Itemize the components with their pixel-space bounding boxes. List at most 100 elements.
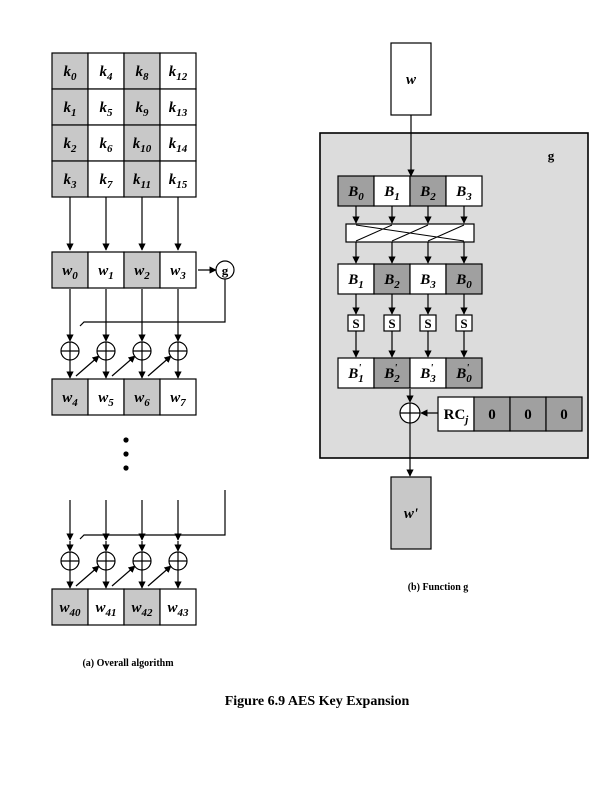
- xor-block-last-round: [60, 541, 188, 589]
- key-cell-k5: k5: [87, 88, 125, 126]
- key-cell-k2: k2: [51, 124, 89, 162]
- word-cell-w2: w2: [123, 251, 161, 289]
- word-cell-w4: w4: [51, 378, 89, 416]
- word-cell-w42-label: w42: [131, 600, 153, 619]
- word-row-w40-w43: w40 w41 w42 w43: [51, 588, 197, 626]
- key-cell-k5-label: k5: [100, 100, 114, 119]
- word-cell-w1-label: w1: [98, 263, 114, 282]
- byte-cell-b3-prime: B'3: [409, 357, 447, 389]
- rc-label: RCj: [444, 407, 470, 426]
- rc-zero-label: 0: [524, 407, 532, 423]
- output-word-box: [390, 476, 432, 550]
- key-cell-k9-label: k9: [136, 100, 150, 119]
- byte-cell-b2-prime: B'2: [373, 357, 411, 389]
- word-cell-w1: w1: [87, 251, 125, 289]
- word-cell-w7: w7: [159, 378, 197, 416]
- byte-cell-b0-label: B0: [347, 184, 364, 203]
- word-cell-w41: w41: [87, 588, 125, 626]
- word-cell-w5: w5: [87, 378, 125, 416]
- g-output-line: [79, 279, 226, 327]
- sbox: S: [383, 314, 401, 332]
- figure-caption: Figure 6.9 AES Key Expansion: [225, 694, 410, 709]
- key-cell-k7: k7: [87, 160, 125, 198]
- byte-cell-b2: B2: [409, 175, 447, 207]
- byte-cell-b1-prime: B'1: [337, 357, 375, 389]
- key-cell-k15-label: k15: [169, 172, 188, 191]
- key-cell-k13: k13: [159, 88, 197, 126]
- key-cell-k9: k9: [123, 88, 161, 126]
- function-g-label: g: [548, 148, 555, 163]
- key-cell-k11: k11: [123, 160, 161, 198]
- byte-cell-b1-label: B1: [347, 272, 364, 291]
- word-cell-w3-label: w3: [170, 263, 186, 282]
- sbox-label: S: [460, 316, 467, 331]
- rc-box: [437, 396, 475, 432]
- byte-cell-b2-prime-label: B'2: [383, 362, 400, 385]
- key-cell-k10-label: k10: [133, 136, 152, 155]
- byte-cell-b0-prime-label: B'0: [455, 362, 472, 385]
- word-cell-w7-label: w7: [170, 390, 186, 409]
- key-cell-k0: k0: [51, 52, 89, 90]
- byte-cell-b0: B0: [445, 263, 483, 295]
- key-cell-k2-label: k2: [64, 136, 78, 155]
- function-g-caption: (b) Function g: [408, 582, 469, 593]
- key-cell-k8-label: k8: [136, 64, 150, 83]
- key-cell-k12-label: k12: [169, 64, 188, 83]
- byte-cell-b2-label: B2: [383, 272, 400, 291]
- key-cell-k1-label: k1: [64, 100, 77, 119]
- word-cell-w40-label: w40: [59, 600, 81, 619]
- key-cell-k11-label: k11: [133, 172, 151, 191]
- key-cell-k8: k8: [123, 52, 161, 90]
- sbox-label: S: [424, 316, 431, 331]
- byte-cell-b3: B3: [445, 175, 483, 207]
- continuation-dots: [123, 437, 129, 471]
- byte-cell-b0-label: B0: [455, 272, 472, 291]
- output-word-label: w': [404, 506, 418, 522]
- word-cell-w42: w42: [123, 588, 161, 626]
- byte-cell-b0-prime: B'0: [445, 357, 483, 389]
- word-cell-w4-label: w4: [62, 390, 78, 409]
- word-cell-w5-label: w5: [98, 390, 114, 409]
- byte-cell-b0: B0: [337, 175, 375, 207]
- word-row-w0-w3: w0 w1 w2 w3: [51, 251, 197, 289]
- to-rotate-arrows: [352, 206, 468, 224]
- word-cell-w6: w6: [123, 378, 161, 416]
- rc-zero-byte: 0: [473, 396, 511, 432]
- key-cell-k6: k6: [87, 124, 125, 162]
- word-row-w4-w7: w4 w5 w6 w7: [51, 378, 197, 416]
- key-cell-k3: k3: [51, 160, 89, 198]
- byte-cell-b3-prime-label: B'3: [419, 362, 436, 385]
- key-cell-k10: k10: [123, 124, 161, 162]
- word-cell-w43: w43: [159, 588, 197, 626]
- word-cell-w0: w0: [51, 251, 89, 289]
- word-cell-w43-label: w43: [167, 600, 189, 619]
- rc-zero-label: 0: [488, 407, 496, 423]
- key-cell-k14-label: k14: [169, 136, 188, 155]
- key-cell-k14: k14: [159, 124, 197, 162]
- key-cell-k0-label: k0: [64, 64, 78, 83]
- sbox: S: [347, 314, 365, 332]
- sbox-label: S: [388, 316, 395, 331]
- from-rotate-arrows: [352, 242, 468, 264]
- word-cell-w0-label: w0: [62, 263, 78, 282]
- byte-cell-b2: B2: [373, 263, 411, 295]
- rc-zero-bytes: 0 0 0: [473, 396, 583, 432]
- input-word-label: w: [406, 72, 417, 88]
- rc-zero-label: 0: [560, 407, 568, 423]
- sbox: S: [455, 314, 473, 332]
- byte-row-substituted: B'1 B'2 B'3 B'0: [337, 357, 483, 389]
- rotword-crossing-lines: [355, 224, 465, 242]
- byte-cell-b1: B1: [337, 263, 375, 295]
- word-cell-w40: w40: [51, 588, 89, 626]
- word-cell-w41-label: w41: [95, 600, 116, 619]
- key-cell-k15: k15: [159, 160, 197, 198]
- sbox-label: S: [352, 316, 359, 331]
- input-word-box: [390, 42, 432, 116]
- key-cell-k6-label: k6: [100, 136, 114, 155]
- key-cell-k3-label: k3: [64, 172, 78, 191]
